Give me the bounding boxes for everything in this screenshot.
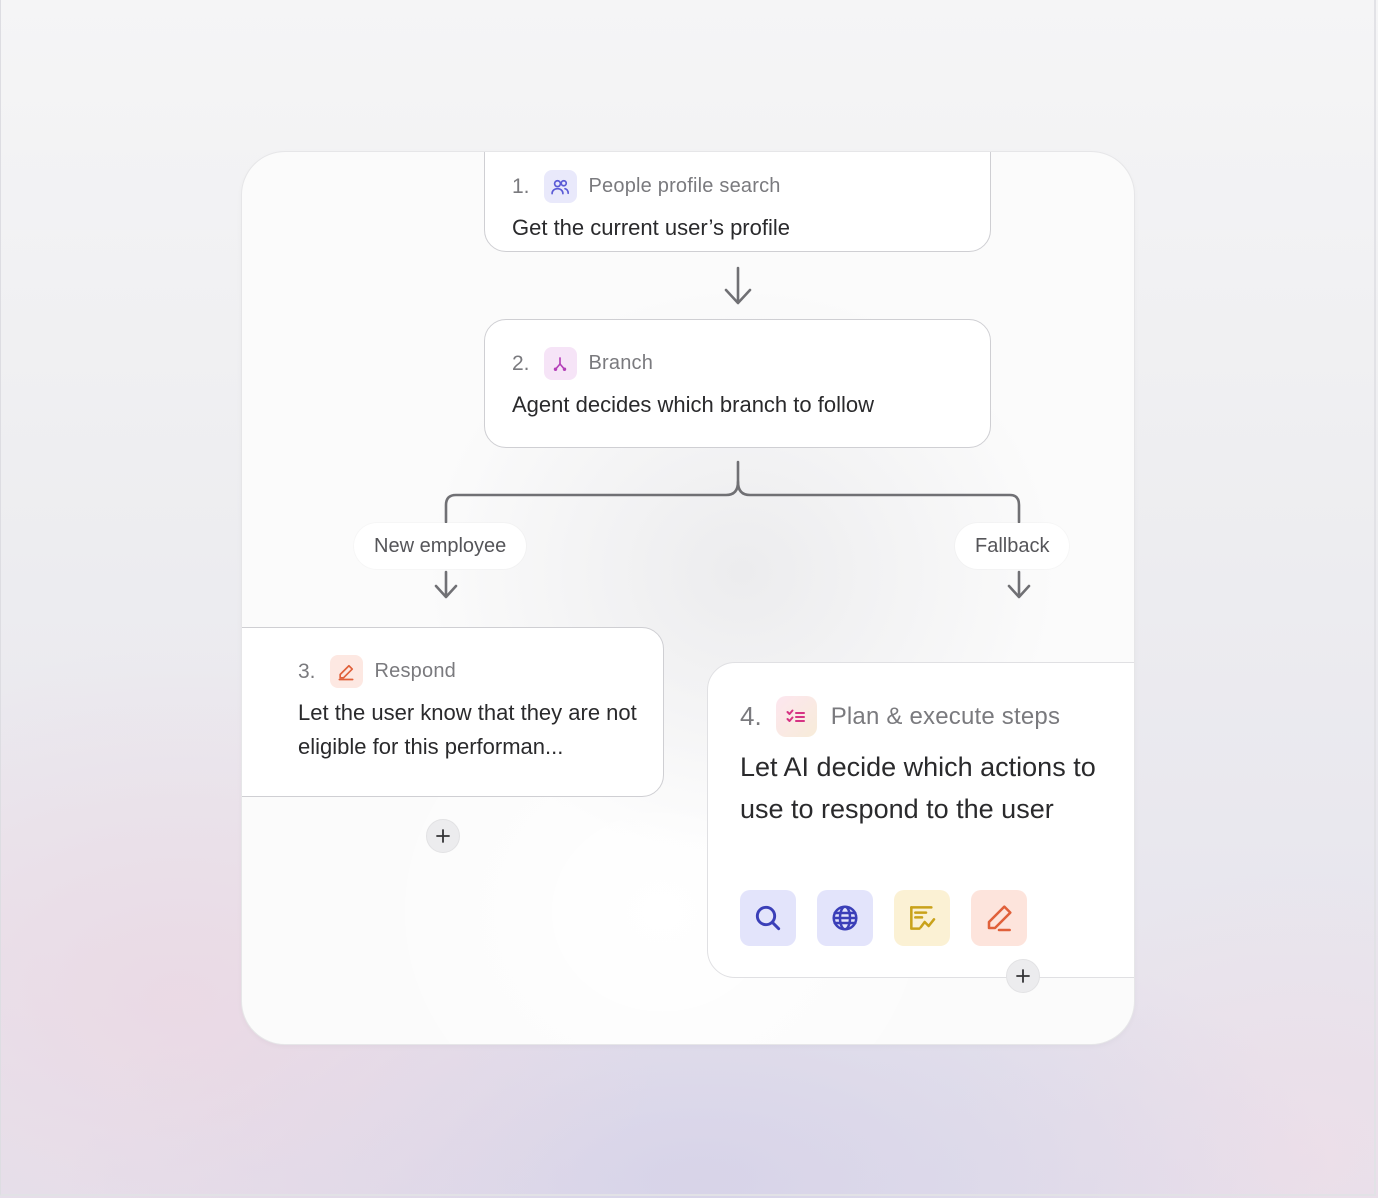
step-type-label: People profile search <box>588 175 781 197</box>
web-tool-button[interactable] <box>817 890 873 946</box>
step-type-label: Plan & execute steps <box>830 702 1061 730</box>
respond-tool-button[interactable] <box>971 890 1027 946</box>
step-description: Let AI decide which actions to use to re… <box>740 752 1096 824</box>
tool-list <box>740 890 1027 946</box>
workflow-connectors <box>434 266 1031 599</box>
pencil-icon <box>329 655 363 688</box>
branch-line-left <box>444 460 740 524</box>
step-description: Agent decides which branch to follow <box>512 392 874 417</box>
step-type-label: Branch <box>588 352 654 374</box>
step-number: 3. <box>298 659 316 683</box>
step-type-label: Respond <box>374 660 456 682</box>
add-step-button[interactable] <box>426 819 460 853</box>
step-number: 4. <box>740 701 762 731</box>
workflow-step-3[interactable]: 3. Respond Let the user know that they a… <box>242 627 664 797</box>
branch-line-right <box>736 480 1021 524</box>
step-number: 2. <box>512 351 530 375</box>
pencil-icon <box>987 905 1012 932</box>
workflow-step-1[interactable]: 1. People profile search Get the current… <box>484 152 991 252</box>
workflow-step-2[interactable]: 2. Branch Agent decides which branch to … <box>484 319 991 448</box>
people-icon <box>543 170 577 203</box>
step-number: 1. <box>512 174 530 198</box>
add-step-button[interactable] <box>1006 959 1040 993</box>
search-tool-button[interactable] <box>740 890 796 946</box>
step-description: Let the user know that they are not elig… <box>298 700 637 759</box>
workflow-canvas: 1. People profile search Get the current… <box>241 151 1135 1045</box>
checklist-icon <box>775 696 817 737</box>
plus-icon <box>436 829 450 843</box>
branch-label-new-employee[interactable]: New employee <box>354 523 527 569</box>
workflow-step-4[interactable]: 4. Plan & execute steps Let AI decide wh… <box>707 662 1134 978</box>
report-tool-button[interactable] <box>894 890 950 946</box>
plus-icon <box>1016 969 1030 983</box>
branch-label-fallback[interactable]: Fallback <box>955 523 1070 569</box>
search-icon <box>755 905 781 931</box>
chart-doc-icon <box>910 906 936 930</box>
step-description: Get the current user’s profile <box>512 215 790 240</box>
globe-icon <box>832 905 858 931</box>
branch-icon <box>543 347 577 380</box>
